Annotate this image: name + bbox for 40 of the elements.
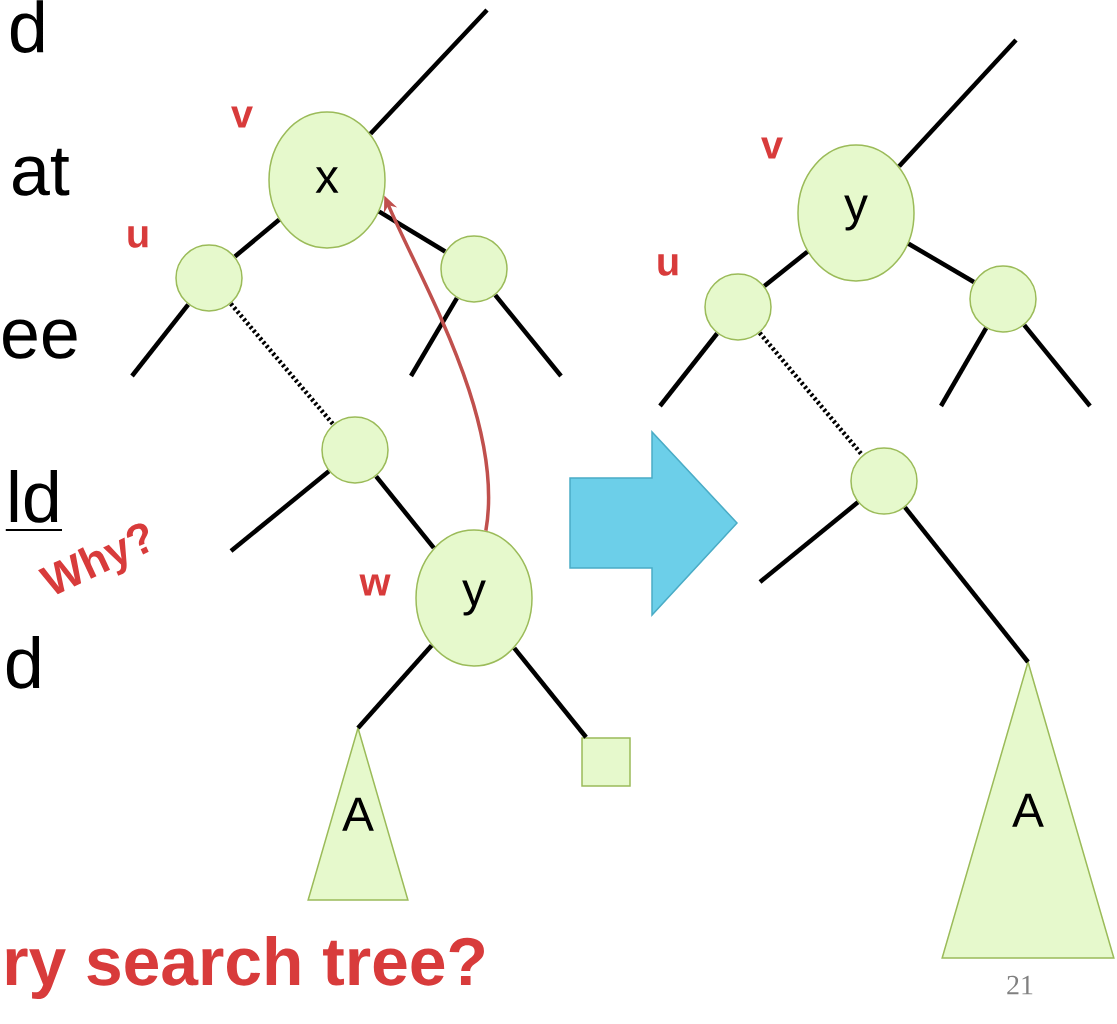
node-label: u [658,254,678,276]
tree-edge [409,296,459,378]
tree-node [969,265,1037,333]
text-fragment: d [10,0,44,53]
tree-edge [512,646,588,739]
tree-node [440,235,508,303]
tree-edge [493,293,563,378]
tree-edge [763,249,809,288]
tree-edge [130,303,190,378]
node-label: v [761,137,783,159]
tree-edge [378,209,447,254]
tree-node [704,273,772,341]
tree-edge [233,218,281,259]
tree-edge [229,469,331,553]
text-fragment: ee [3,319,77,359]
tree-edge [897,38,1018,168]
tree-edge [757,331,865,457]
node-label: w [359,574,391,596]
tree-edge [907,241,975,284]
text-fragment: d [6,636,40,689]
tree-node: x [268,111,386,249]
tree-node: y [415,529,533,667]
text-fragment: at [13,148,70,196]
tree-edge [939,327,989,408]
leaf-square [581,737,631,787]
tree-node [175,244,243,312]
node-label: v [231,106,253,128]
tree-node [850,447,918,515]
tree-edge [758,500,860,584]
node-label: u [128,226,148,248]
tree-edge [903,506,1030,664]
tree-edge [229,302,335,426]
tree-edge [658,332,719,408]
tree-node [321,416,389,484]
tree-edge [374,474,436,550]
tree-edge [368,8,489,136]
tree-node: y [797,144,915,282]
tree-edge [356,644,434,730]
tree-edge [1022,323,1092,408]
slide-title: ry search tree? [6,935,484,1000]
